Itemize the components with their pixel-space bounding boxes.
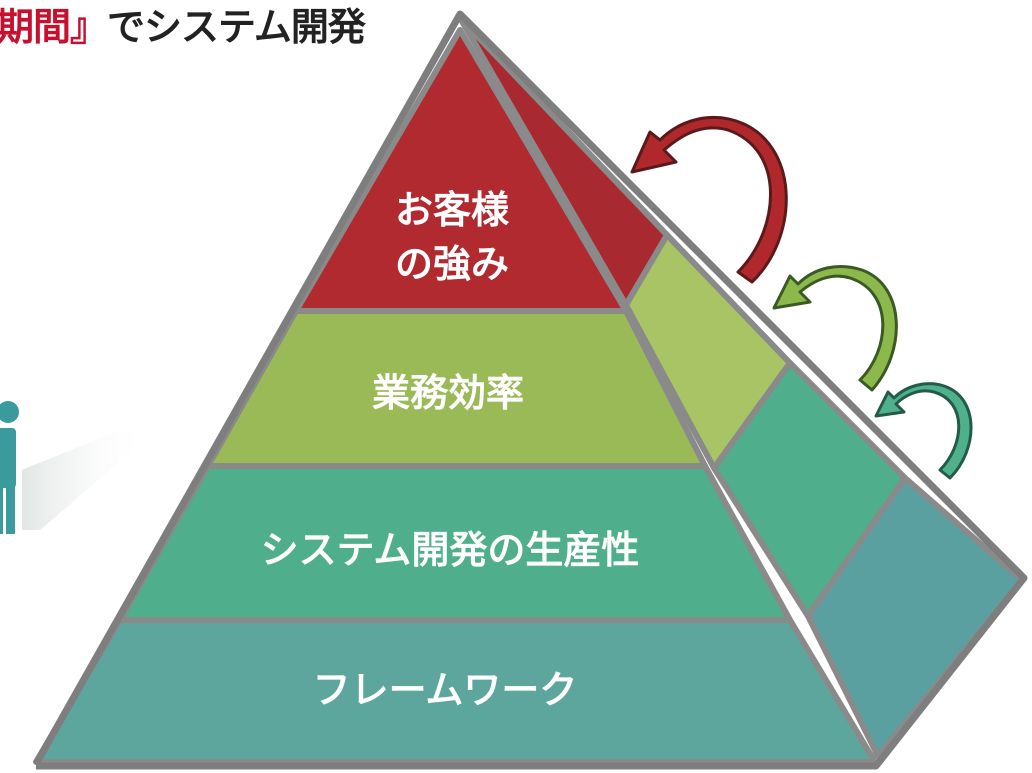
- pyramid-side-face: [457, 15, 1025, 759]
- arrow-red-icon: [630, 116, 788, 284]
- label-customer-strength-line1: お客様: [395, 188, 510, 232]
- slide-title: 期間』でシステム開発: [0, 0, 366, 51]
- label-customer-strength-line2: の強み: [395, 242, 509, 286]
- title-rest: でシステム開発: [107, 5, 366, 49]
- label-business-efficiency: 業務効率: [372, 371, 524, 415]
- title-highlight: 期間』: [0, 5, 108, 49]
- person-shadow: [22, 430, 150, 530]
- pyramid-outline: [32, 10, 1028, 770]
- arrow-teal-icon: [874, 382, 973, 480]
- person-icon: [0, 401, 19, 534]
- arrow-green-icon: [772, 265, 898, 392]
- label-framework: フレームワーク: [313, 668, 578, 712]
- label-system-productivity: システム開発の生産性: [261, 528, 640, 572]
